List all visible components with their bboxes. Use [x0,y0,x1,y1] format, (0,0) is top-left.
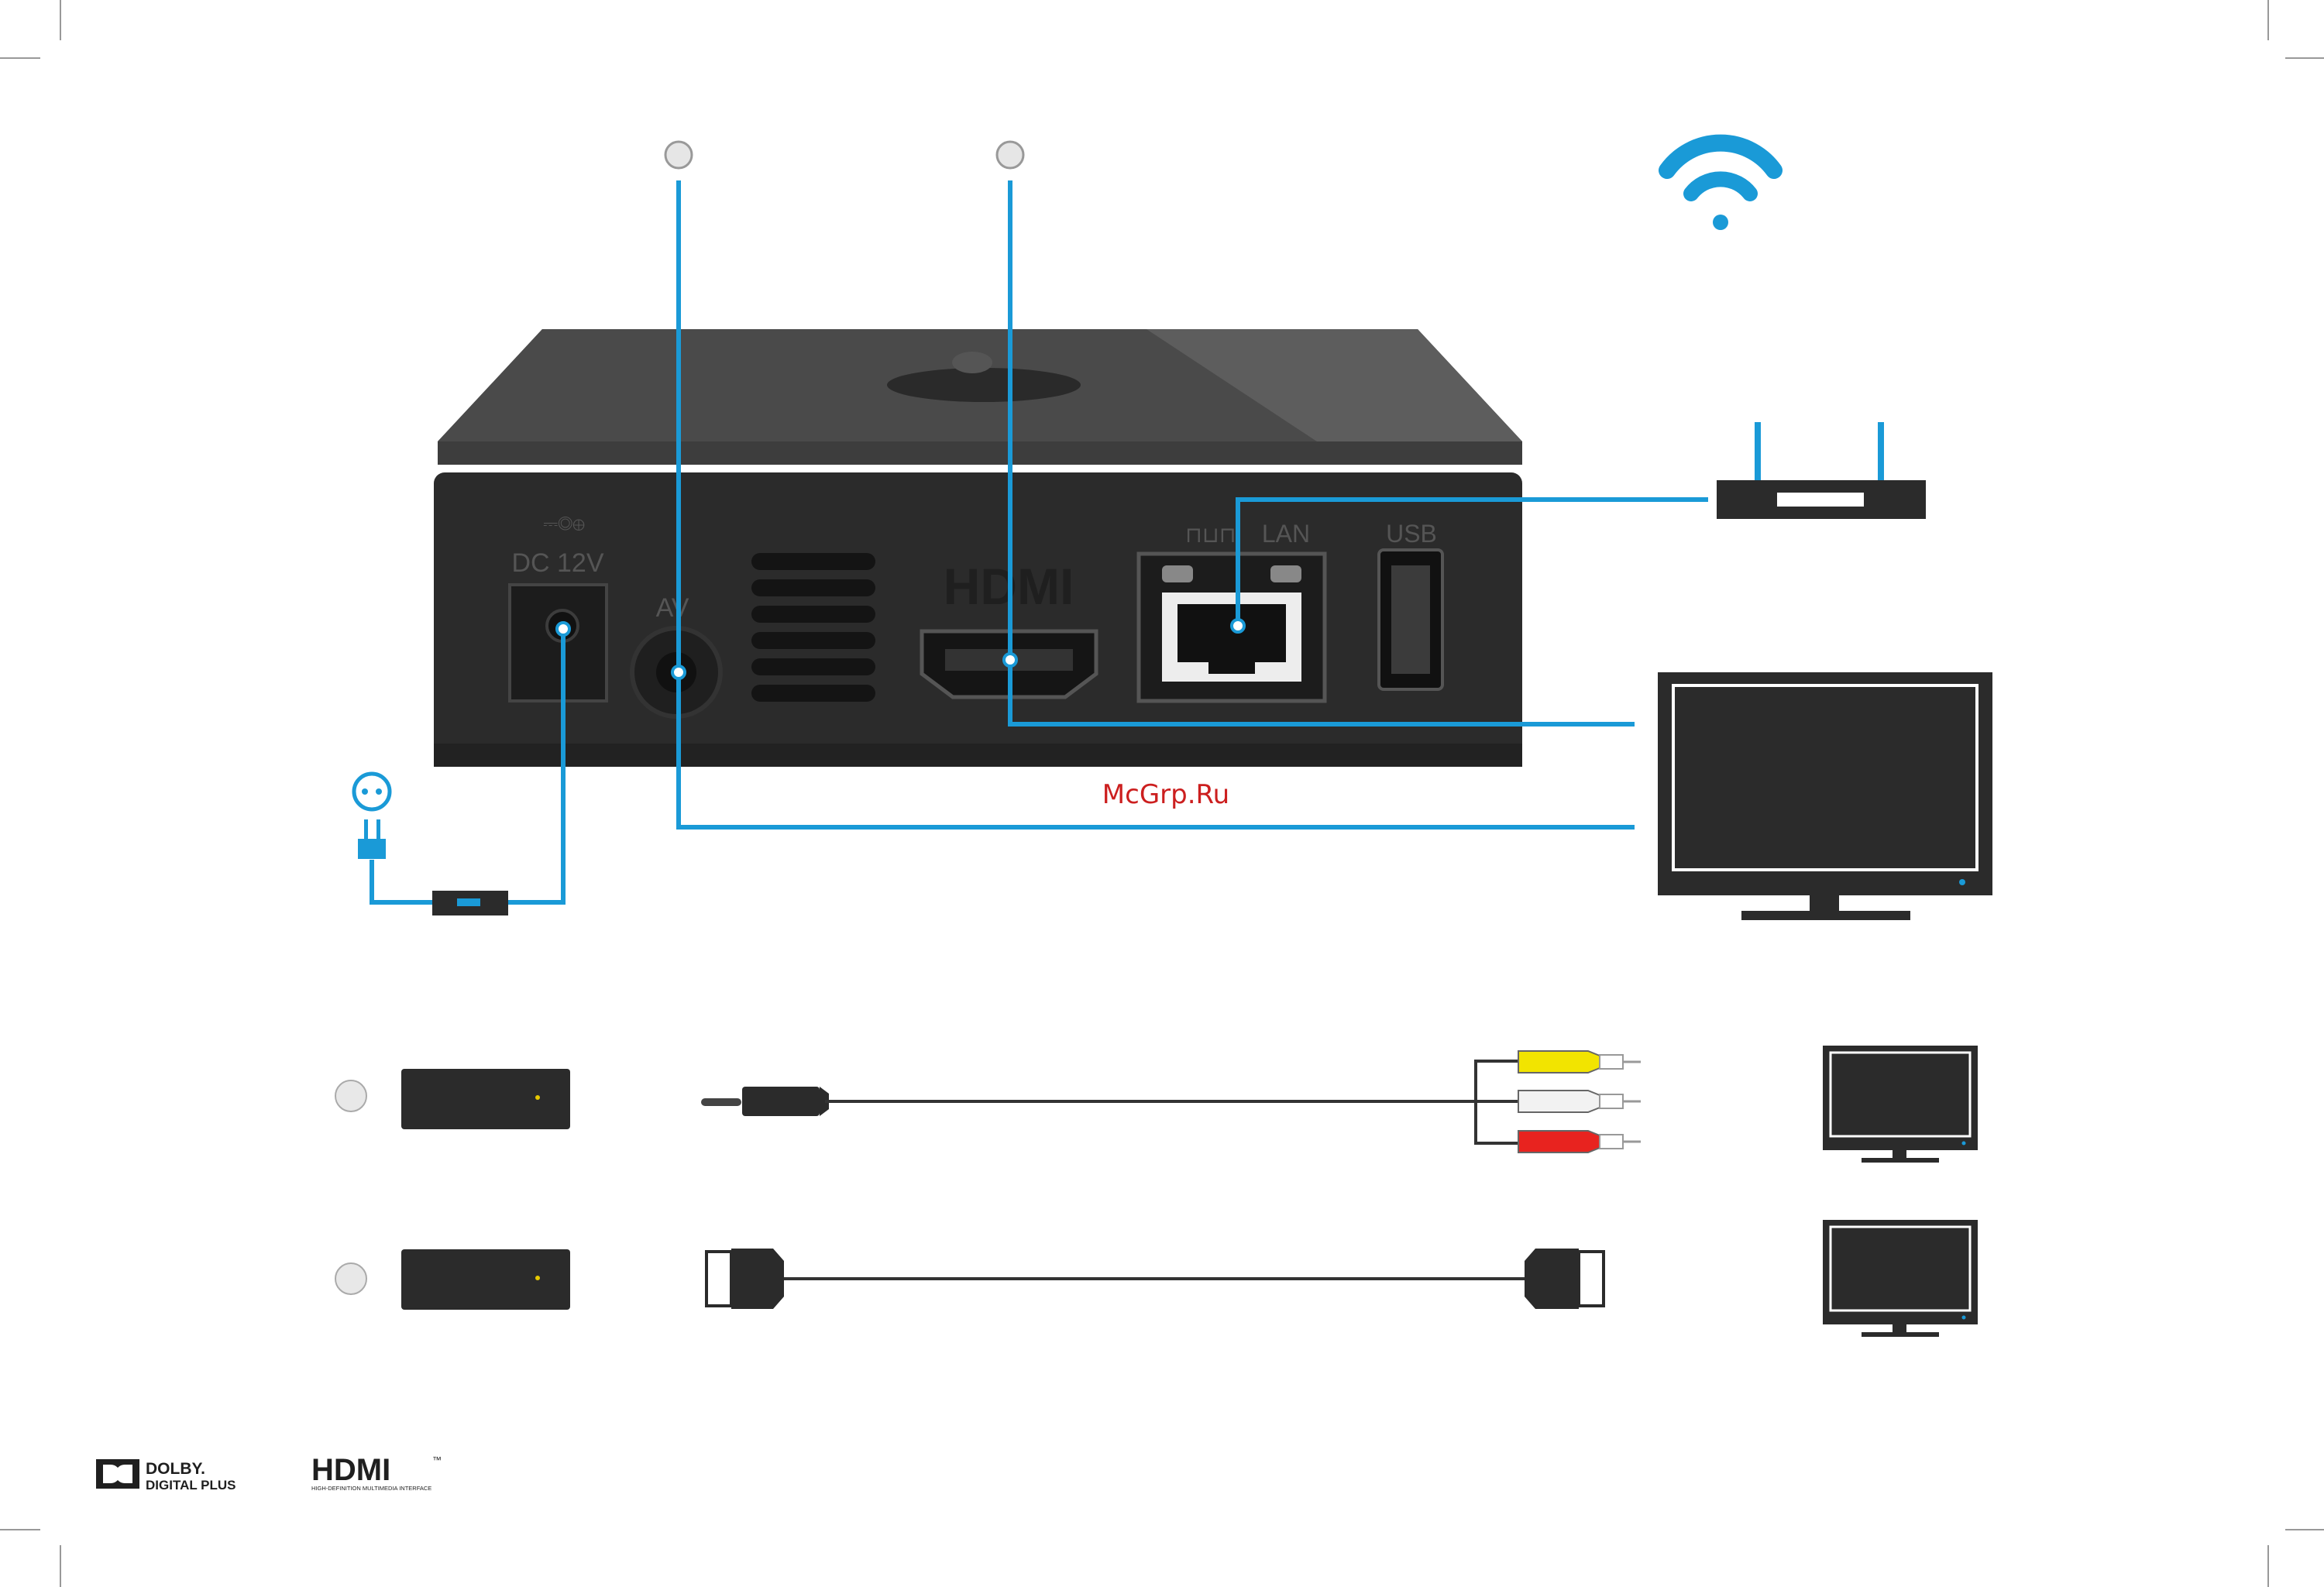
dc-label: DC 12V [511,548,603,578]
lan-line [1236,497,1708,627]
vent-grille [751,553,875,702]
dolby-logo: DOLBY. DIGITAL PLUS [96,1459,236,1493]
hdmi-plug-right [1525,1249,1605,1309]
hdmi-connection-row [335,1220,1978,1337]
connection-lines [370,180,1708,905]
power-socket-icon [352,771,392,812]
av-label: AV [656,593,689,623]
usb-label: USB [1386,520,1437,548]
av-line [676,180,1635,830]
row-marker-hdmi [335,1262,367,1295]
watermark: McGrp.Ru [1102,779,1229,810]
dolby-line2: DIGITAL PLUS [146,1478,236,1493]
lan-label: LAN [1262,520,1310,548]
tv-icon [1658,672,1992,920]
set-top-box: ⎓◎⊕ DC 12V AV HDMI LAN ⊓⊔⊓ USB [434,329,1522,767]
hdmi-logo-tm: ™ [432,1455,442,1465]
box-logo [887,368,1081,402]
device-thumb-av [401,1069,570,1129]
hdmi-logo-text: HDMI [311,1453,390,1487]
plug-icon [358,819,386,859]
tv-icon-small-hdmi [1823,1220,1978,1337]
svg-text:⊓⊔⊓: ⊓⊔⊓ [1185,523,1236,547]
wifi-icon [1659,134,1783,230]
rca-white [1518,1090,1641,1113]
row-marker-av [335,1080,367,1112]
hdmi-logo-sub: HIGH-DEFINITION MULTIMEDIA INTERFACE [311,1485,431,1492]
hdmi-line [1008,180,1635,727]
svg-text:⎓◎⊕: ⎓◎⊕ [543,514,585,534]
callout-circle-av [664,140,693,170]
device-thumb-hdmi [401,1249,570,1310]
hdmi-plug-left [705,1249,784,1309]
router-icon [1717,422,1926,519]
rca-yellow [1518,1050,1641,1073]
jack-35mm [701,1087,829,1116]
rca-red [1518,1130,1641,1153]
dc-port [508,583,608,702]
hdmi-logo: HDMI ™ HIGH-DEFINITION MULTIMEDIA INTERF… [311,1453,442,1492]
callout-circle-hdmi [995,140,1025,170]
tv-icon-small-av [1823,1046,1978,1163]
av-connection-row [335,1046,1978,1163]
dolby-line1: DOLBY. [146,1460,205,1478]
